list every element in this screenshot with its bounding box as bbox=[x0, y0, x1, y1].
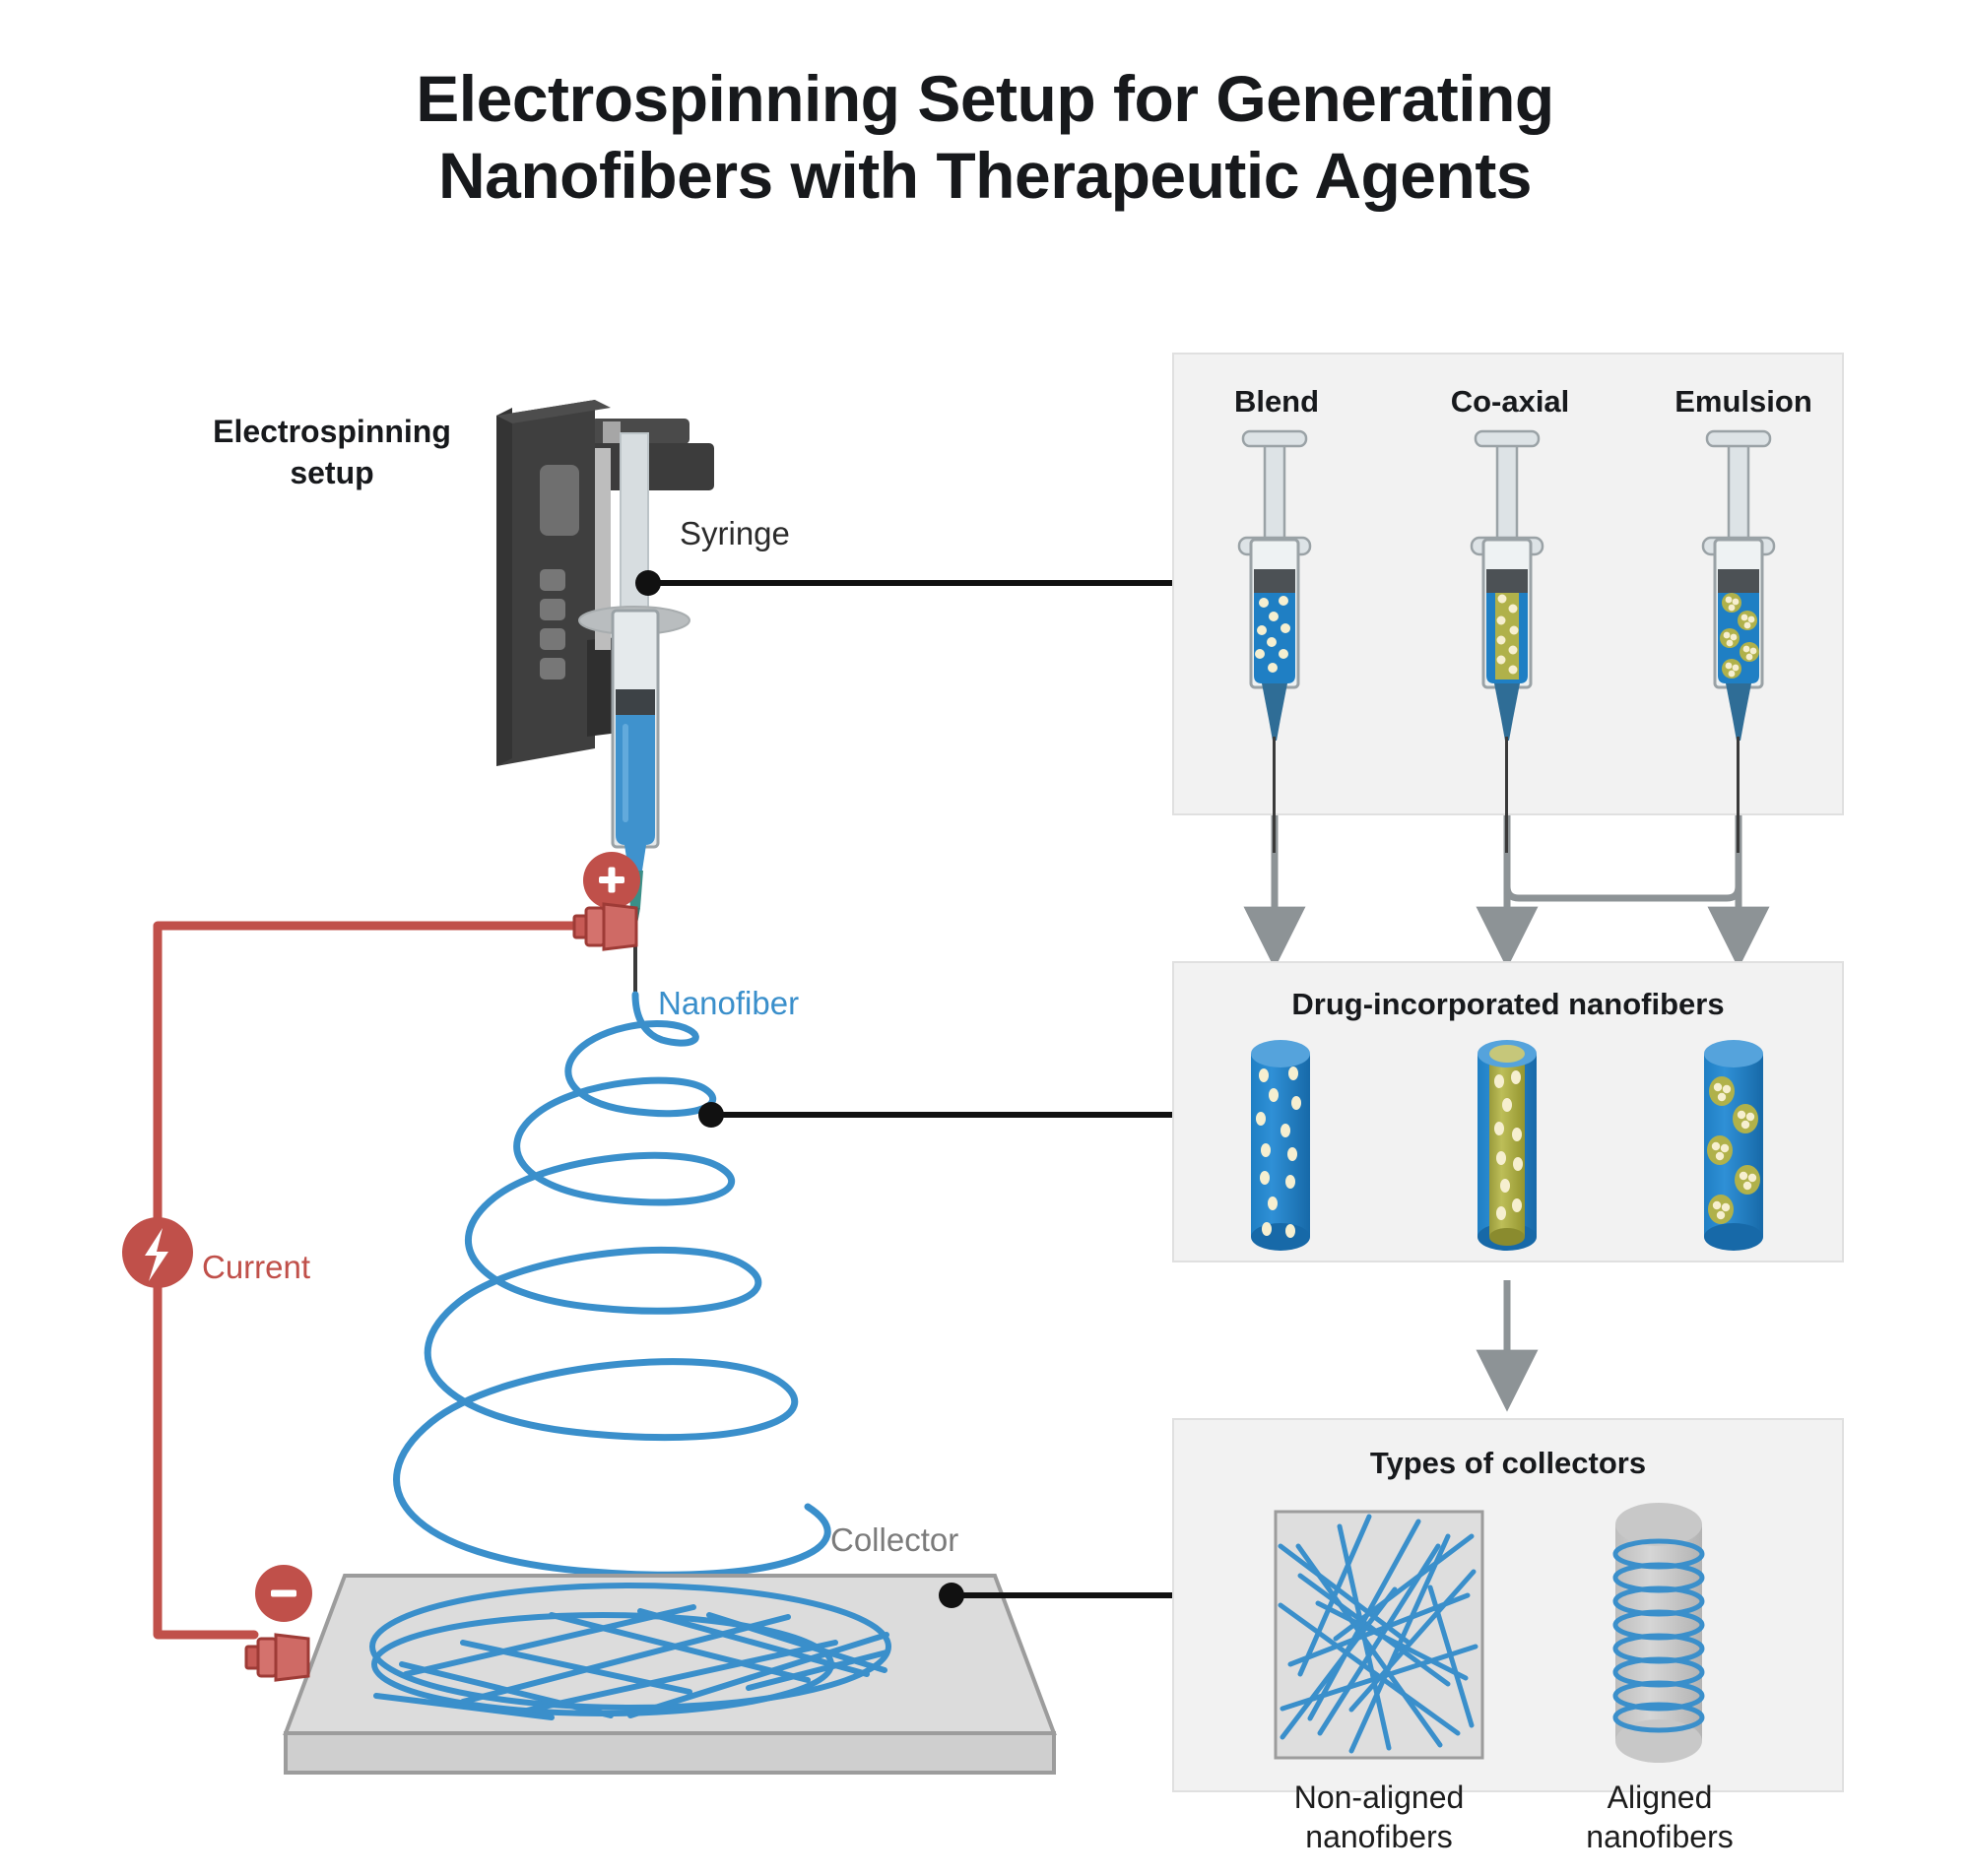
setup-label-line-2: setup bbox=[290, 454, 374, 490]
syringe-label: Syringe bbox=[680, 515, 790, 551]
collector-label: Collector bbox=[830, 1521, 959, 1558]
caption-aligned: Aligned nanofibers bbox=[1546, 1778, 1773, 1856]
nanofiber-label: Nanofiber bbox=[658, 985, 800, 1021]
leader-line-syringe bbox=[635, 570, 1172, 596]
caption-non-aligned-line-2: nanofibers bbox=[1305, 1819, 1453, 1854]
current-badge bbox=[122, 1217, 193, 1288]
nanofiber-jet bbox=[393, 991, 831, 1579]
caption-non-aligned-line-1: Non-aligned bbox=[1293, 1779, 1465, 1815]
caption-aligned-line-1: Aligned bbox=[1607, 1779, 1713, 1815]
column-header-blend: Blend bbox=[1233, 384, 1320, 419]
negative-connector-plug bbox=[244, 1633, 310, 1682]
caption-aligned-line-2: nanofibers bbox=[1586, 1819, 1734, 1854]
panel-collectors-title: Types of collectors bbox=[1369, 1446, 1647, 1480]
negative-electrode-badge bbox=[255, 1565, 312, 1622]
positive-electrode-badge bbox=[583, 852, 640, 909]
panel-fibers-title: Drug-incorporated nanofibers bbox=[1291, 987, 1725, 1021]
setup-label-line-1: Electrospinning bbox=[213, 414, 451, 449]
column-header-emulsion: Emulsion bbox=[1674, 384, 1812, 419]
title-line-2: Nanofibers with Therapeutic Agents bbox=[437, 138, 1533, 212]
leader-line-collector bbox=[939, 1583, 1172, 1608]
caption-non-aligned: Non-aligned nanofibers bbox=[1261, 1778, 1497, 1856]
leader-line-fibers bbox=[698, 1102, 1172, 1128]
electrospinning-setup-label: Electrospinning setup bbox=[169, 412, 494, 493]
column-header-coaxial: Co-axial bbox=[1450, 384, 1570, 419]
panel-loading-methods bbox=[1172, 353, 1844, 815]
page-title: Electrospinning Setup for Generating Nan… bbox=[0, 61, 1970, 215]
current-circuit-wire bbox=[153, 921, 635, 1640]
flow-arrows-methods-to-fibers bbox=[1243, 815, 1770, 969]
positive-connector-plug bbox=[572, 902, 638, 951]
deposited-nanofiber-mat bbox=[369, 1583, 891, 1720]
current-label: Current bbox=[202, 1249, 311, 1285]
title-line-1: Electrospinning Setup for Generating bbox=[416, 62, 1554, 135]
main-syringe bbox=[578, 432, 690, 997]
